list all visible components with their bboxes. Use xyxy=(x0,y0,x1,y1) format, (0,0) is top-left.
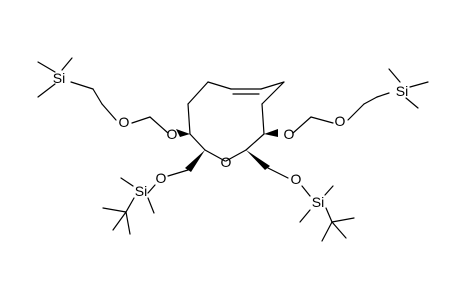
right-silyl-oxygen-label: O xyxy=(291,171,302,187)
methyl-bond xyxy=(102,207,127,213)
chain-bond xyxy=(347,103,365,121)
ring-bond xyxy=(187,81,209,105)
ring-bond xyxy=(261,103,265,135)
methyl-bond xyxy=(112,211,127,231)
ring-bond xyxy=(245,133,265,151)
ring-oxygen-label: O xyxy=(221,154,232,170)
wedge-bond-right-ch2 xyxy=(246,150,270,170)
wedge-bond-right-ether xyxy=(264,129,278,137)
methyl-bond xyxy=(299,209,311,223)
chain-bond xyxy=(292,116,312,134)
right-tms-silicon-label: Si xyxy=(396,83,408,99)
ring-bond xyxy=(261,81,285,105)
chain-bond xyxy=(267,167,289,179)
right-sem-chain xyxy=(292,68,429,134)
left-tms-silicon-label: Si xyxy=(53,70,65,86)
chain-bond xyxy=(131,116,151,124)
chain-bond xyxy=(167,169,189,177)
stereo-wedges xyxy=(176,129,278,172)
ring-bond xyxy=(189,133,206,151)
ring-bond xyxy=(207,81,232,90)
oxocene-ring xyxy=(187,81,285,162)
methyl-bond xyxy=(120,177,134,187)
wedge-bond-left-ether xyxy=(176,129,190,137)
chain-bond xyxy=(301,185,311,197)
left-tbs-group xyxy=(102,169,189,235)
chain-bond xyxy=(363,96,378,105)
chain-bond xyxy=(101,103,117,121)
right-mom-oxygen-label: O xyxy=(335,113,346,129)
right-tbs-silicon-label: Si xyxy=(312,194,324,210)
left-tbs-silicon-label: Si xyxy=(135,183,147,199)
chain-bond xyxy=(147,184,156,194)
ring-bond xyxy=(260,81,285,90)
methyl-bond xyxy=(37,83,56,98)
left-sem-chain xyxy=(37,57,169,134)
left-mom-oxygen-label: O xyxy=(119,114,130,130)
wedge-bond-left-ch2 xyxy=(185,150,205,172)
atom-labels: O O O Si O O Si O Si O Si xyxy=(53,70,408,210)
methyl-bond xyxy=(37,61,56,73)
left-ether-oxygen-label: O xyxy=(167,126,178,142)
left-silyl-oxygen-label: O xyxy=(156,170,167,186)
ring-bond xyxy=(187,103,191,135)
ring-bond xyxy=(204,149,226,162)
methyl-bond xyxy=(331,221,347,239)
methyl-bond xyxy=(61,57,73,71)
chain-bond xyxy=(149,116,169,134)
chain-bond xyxy=(325,207,333,223)
chain-bond xyxy=(125,197,135,213)
ring-bond xyxy=(225,149,247,162)
methyl-bond xyxy=(321,221,333,242)
methyl-bond xyxy=(388,68,401,83)
chain-bond xyxy=(310,116,334,124)
methyl-bond xyxy=(147,197,155,214)
methyl-bond xyxy=(324,185,334,196)
right-tbs-group xyxy=(267,167,355,242)
methyl-bond xyxy=(331,217,355,223)
chain-bond xyxy=(92,88,103,105)
methyl-bond xyxy=(125,211,131,235)
methyl-bond xyxy=(409,81,429,88)
right-ether-oxygen-label: O xyxy=(284,126,295,142)
methyl-bond xyxy=(405,97,419,109)
chain-bond xyxy=(376,92,390,98)
chain-bond xyxy=(70,81,94,90)
